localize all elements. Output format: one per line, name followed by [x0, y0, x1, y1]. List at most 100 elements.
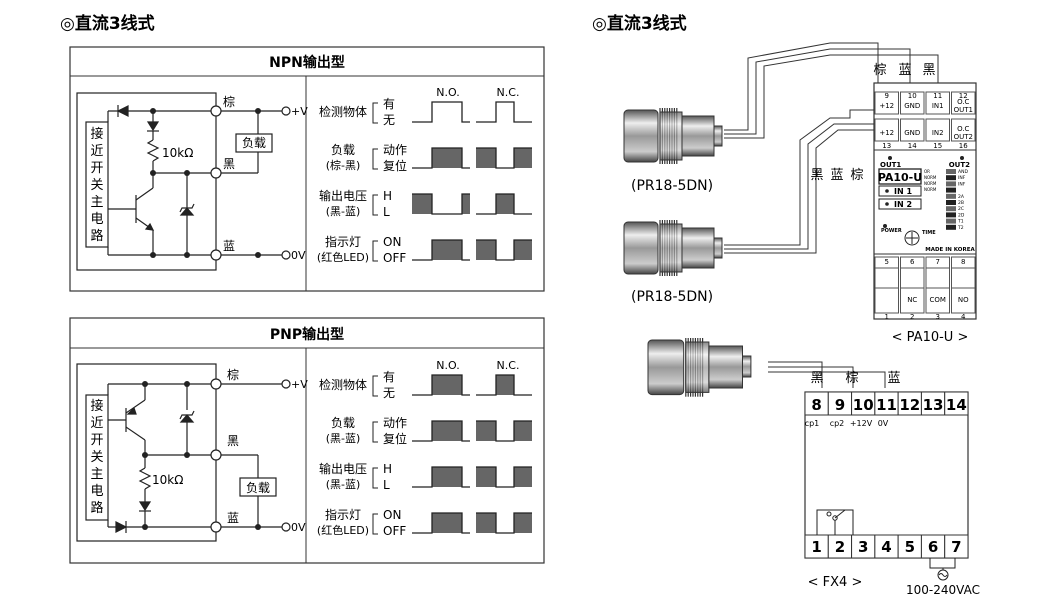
pnp-sensor-char: 路: [90, 500, 103, 516]
fx4-bottom-terminal-num: 6: [928, 538, 938, 556]
sensor2-label: (PR18-5DN): [631, 289, 713, 305]
npn-row-state1-1: 动作: [383, 143, 407, 157]
pnp-row-state1-3: ON: [383, 508, 401, 522]
npn-nc-wave-1: [476, 147, 532, 169]
npn-sensor-char: 主: [90, 195, 103, 210]
fx4-relay-contact: [826, 511, 832, 517]
npn-sensor-char: 电: [90, 212, 103, 227]
wire-mid-label-3: 棕: [850, 168, 863, 183]
pa10-in1-led: [885, 189, 889, 193]
npn-nc-wave-1-fill: [476, 148, 496, 168]
pa10-power-label: POWER: [881, 228, 902, 234]
pa10-terminal-label: +12: [879, 129, 894, 137]
fx4-bottom-terminal-num: 7: [951, 538, 961, 556]
wire-top-label-3: 黑: [922, 63, 935, 78]
pnp-nc-wave-1-fill2: [514, 421, 532, 441]
pa10-in2-box: [878, 198, 922, 210]
pnp-row-state2-1: 复位: [383, 431, 407, 446]
pnp-nc-wave-3: [476, 512, 532, 534]
pnp-row-state2-2: L: [383, 478, 390, 492]
pnp-row-label-2: 输出电压: [319, 461, 367, 476]
npn-panel: NPN输出型: [69, 46, 545, 292]
fx4-top-terminal-num: 14: [946, 396, 967, 414]
npn-nc-wave-3-fill2: [514, 240, 532, 260]
pnp-resistor-label: 10kΩ: [152, 473, 183, 487]
pa10-out1-led: [888, 156, 892, 160]
fx4-top-terminal-num: 13: [923, 396, 944, 414]
pnp-black-label: 黑: [227, 434, 239, 448]
pa10-dip-switch: [946, 224, 956, 230]
sensor2-head: [623, 221, 659, 275]
pnp-sensor-char: 近: [90, 416, 103, 431]
wire-mid-label-2: 蓝: [830, 168, 843, 183]
pa10-bottom-label: NC: [907, 296, 917, 304]
pa10-dip-switch: [946, 193, 956, 199]
npn-nc-wave-0: [476, 101, 532, 123]
pnp-no-wave-1-fill: [432, 421, 462, 441]
pa10-switch-right-label: AND: [958, 169, 968, 175]
npn-row-bracket: [372, 102, 378, 124]
pa10-terminal-num: 16: [959, 142, 968, 150]
pa10-terminal-num: 12: [959, 92, 968, 100]
pa10-bottom-num-top: 5: [885, 258, 889, 266]
pa10-in1-label: IN 1: [894, 187, 912, 196]
sensor1-label: (PR18-5DN): [631, 178, 713, 194]
pa10-switch-label: NORM: [924, 175, 937, 180]
npn-no-wave-3: [412, 239, 470, 261]
pa10-terminal-label: GND: [904, 102, 920, 110]
npn-sensor-char: 路: [90, 228, 103, 244]
npn-col-nc: N.C.: [497, 86, 520, 99]
npn-row-state2-1: 复位: [383, 158, 407, 173]
pa10-dip-switch: [946, 200, 956, 205]
fx4-top-terminal-num: 9: [835, 396, 845, 414]
pa10-terminal: [900, 91, 925, 115]
fx4-top-terminal-num: 11: [876, 396, 897, 414]
pa10-switch-right-label: INF: [958, 181, 966, 187]
npn-no-wave-3-fill: [432, 240, 462, 260]
pnp-no-wave-0: [412, 374, 470, 396]
pa10-terminal-label: O.C: [957, 125, 969, 133]
pa10-caption: < PA10-U >: [892, 330, 969, 345]
proximity-sensor-2: [623, 220, 723, 276]
npn-row-bracket: [372, 194, 378, 216]
npn-timing-table: 检测物体有无负载(棕-黑)动作复位输出电压(黑-蓝)HL指示灯(红色LED)ON…: [317, 97, 532, 265]
pa10-dip-switch: [946, 187, 956, 193]
pnp-nc-wave-1: [476, 420, 532, 442]
npn-sensor-char: 近: [90, 144, 103, 159]
sensor1-wires: [724, 42, 939, 139]
pa10-u-unit: 9+1210GND11IN112O.COUT113+1214GND15IN216…: [873, 82, 977, 321]
pa10-terminal: [900, 118, 925, 142]
fx4-top-terminal: [944, 391, 969, 416]
pa10-terminal: [925, 118, 950, 142]
pa10-terminal: [951, 118, 976, 142]
pnp-blue-label: 蓝: [227, 511, 239, 525]
npn-brown-label: 棕: [223, 94, 235, 109]
pa10-dip-switch: [946, 218, 956, 224]
fx4-sub-label: cp2: [830, 419, 845, 428]
sensor3-wires: [768, 361, 886, 388]
pa10-dip-switch: [946, 169, 956, 174]
pnp-no-wave-3-fill: [432, 513, 462, 533]
npn-row-state2-3: OFF: [383, 251, 406, 265]
fx4-wire-label-1: 黑: [810, 371, 823, 386]
npn-no-wave-2: [412, 193, 470, 215]
pnp-nc-wave-0-fill: [496, 375, 514, 395]
npn-row-sublabel-1: (棕-黑): [326, 158, 361, 172]
npn-nc-wave-3-fill: [476, 240, 496, 260]
pa10-bottom-num: 4: [961, 313, 966, 321]
wire-mid-label-1: 黑: [810, 168, 823, 183]
npn-nc-wave-3: [476, 239, 532, 261]
pnp-row-bracket: [372, 513, 378, 535]
npn-row-bracket: [372, 148, 378, 170]
pnp-nc-wave-2-fill2: [514, 467, 532, 487]
pnp-row-bracket: [372, 467, 378, 489]
pnp-row-sublabel-3: (红色LED): [317, 523, 369, 537]
pnp-load-label: 负载: [246, 481, 270, 495]
pa10-dip-switch: [946, 212, 956, 218]
pa10-bottom-label: COM: [930, 296, 946, 304]
pnp-row-state1-1: 动作: [383, 416, 407, 430]
pnp-nc-wave-0: [476, 374, 532, 396]
pa10-time-label: TIME: [922, 230, 936, 236]
npn-row-sublabel-3: (红色LED): [317, 250, 369, 264]
pa10-terminal-label: +12: [879, 102, 894, 110]
